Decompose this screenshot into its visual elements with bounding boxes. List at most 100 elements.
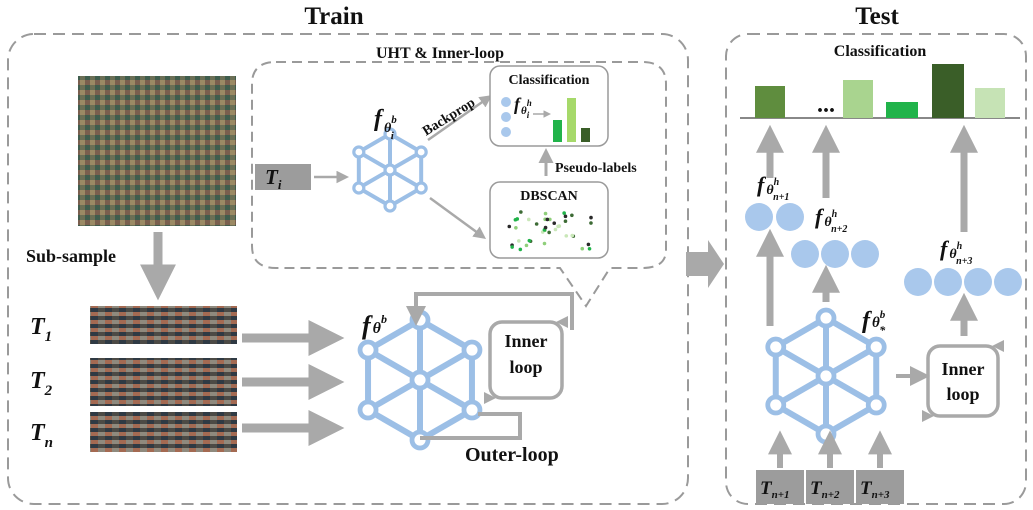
test-task-1-box bbox=[756, 470, 804, 504]
mini-bar-2 bbox=[567, 98, 576, 142]
head-3-node-d bbox=[994, 268, 1022, 296]
network-node bbox=[765, 336, 787, 358]
network-node bbox=[383, 127, 397, 141]
dbscan-title: DBSCAN bbox=[520, 189, 578, 204]
test-classification-title: Classification bbox=[834, 43, 927, 60]
network-node bbox=[815, 365, 837, 387]
test-bar-5 bbox=[975, 88, 1005, 118]
head-node-3 bbox=[501, 127, 511, 137]
sub-sample-label: Sub-sample bbox=[26, 246, 116, 266]
test-inner-loop-arrowhead-2 bbox=[922, 410, 934, 422]
inner-loop-text-1: Inner bbox=[504, 331, 547, 351]
scatter-point bbox=[563, 219, 568, 224]
outer-loop-label: Outer-loop bbox=[465, 444, 559, 466]
pseudo-labels-label: Pseudo-labels bbox=[555, 161, 637, 176]
dataset-image-grid bbox=[78, 76, 236, 226]
scatter-point bbox=[552, 221, 557, 226]
network-icon-test bbox=[765, 307, 887, 445]
mini-bar-3 bbox=[581, 128, 590, 142]
task-i-box bbox=[255, 164, 311, 190]
network-node bbox=[815, 423, 837, 445]
network-node bbox=[414, 145, 428, 159]
scatter-point bbox=[547, 230, 551, 235]
network-node bbox=[352, 145, 366, 159]
scatter-point bbox=[586, 242, 591, 247]
scatter-point bbox=[564, 234, 569, 238]
test-bar-2 bbox=[843, 80, 873, 118]
task-2-images bbox=[90, 358, 237, 406]
uht-title: UHT & Inner-loop bbox=[376, 45, 504, 62]
test-task-2-box bbox=[806, 470, 854, 504]
task-2-label: T2 bbox=[30, 368, 53, 399]
scatter-point bbox=[519, 210, 523, 214]
test-bar-ellipsis: ... bbox=[817, 92, 835, 118]
scatter-point bbox=[557, 224, 562, 228]
head-1-node-b bbox=[776, 203, 804, 231]
test-title: Test bbox=[855, 3, 899, 30]
scatter-point bbox=[507, 224, 512, 229]
inner-loop-arrowhead-2 bbox=[484, 392, 496, 404]
head-2-node-b bbox=[821, 240, 849, 268]
head-1-node-a bbox=[745, 203, 773, 231]
task-1-label: T1 bbox=[30, 314, 52, 345]
train-title: Train bbox=[304, 3, 363, 30]
network-node bbox=[815, 307, 837, 329]
test-bar-4 bbox=[932, 64, 964, 118]
test-task-3-label: Tn+3 bbox=[860, 478, 890, 501]
head-3-node-a bbox=[904, 268, 932, 296]
scatter-point bbox=[510, 245, 514, 249]
network-node bbox=[461, 339, 483, 361]
scatter-point bbox=[589, 221, 593, 225]
network-node bbox=[357, 399, 379, 421]
network-node bbox=[461, 399, 483, 421]
scatter-point bbox=[524, 243, 529, 248]
head-2-node-c bbox=[851, 240, 879, 268]
head-3-node-c bbox=[964, 268, 992, 296]
inner-loop-text-2: loop bbox=[509, 357, 542, 377]
uht-panel-border bbox=[251, 61, 667, 308]
scatter-point bbox=[562, 211, 566, 215]
scatter-point bbox=[548, 217, 552, 222]
head-node-2 bbox=[501, 112, 511, 122]
inner-loop-box bbox=[488, 320, 564, 400]
scatter-point bbox=[543, 211, 548, 216]
scatter-point bbox=[542, 241, 547, 246]
scatter-point bbox=[543, 225, 548, 230]
scatter-point bbox=[589, 215, 593, 220]
train-to-test-arrow bbox=[686, 240, 724, 288]
scatter-point bbox=[545, 217, 550, 222]
test-bar-3 bbox=[886, 102, 918, 118]
network-node bbox=[383, 199, 397, 213]
scatter-point bbox=[514, 225, 518, 230]
task-n-images bbox=[90, 412, 237, 452]
scatter-point bbox=[587, 246, 592, 251]
test-inner-loop-text-2: loop bbox=[946, 384, 979, 404]
scatter-point bbox=[527, 238, 532, 243]
scatter-point bbox=[515, 217, 520, 221]
outer-loop-bottom bbox=[420, 412, 522, 440]
test-inner-loop-box bbox=[926, 344, 1000, 418]
mini-bar-1 bbox=[553, 120, 562, 142]
test-task-1-label: Tn+1 bbox=[760, 478, 790, 501]
task-i-label: Ti bbox=[265, 165, 282, 192]
scatter-point bbox=[526, 217, 531, 222]
scatter-point bbox=[580, 246, 585, 251]
test-task-2-label: Tn+2 bbox=[810, 478, 840, 501]
scatter-point bbox=[570, 233, 575, 238]
classification-box-title: Classification bbox=[509, 73, 590, 88]
scatter-point bbox=[563, 214, 568, 219]
dbscan-scatter bbox=[507, 210, 593, 252]
network-node bbox=[383, 163, 397, 177]
backprop-arrow bbox=[427, 95, 493, 142]
network-node bbox=[865, 394, 887, 416]
network-node bbox=[352, 181, 366, 195]
scatter-point bbox=[534, 222, 539, 226]
classification-box bbox=[489, 65, 609, 147]
